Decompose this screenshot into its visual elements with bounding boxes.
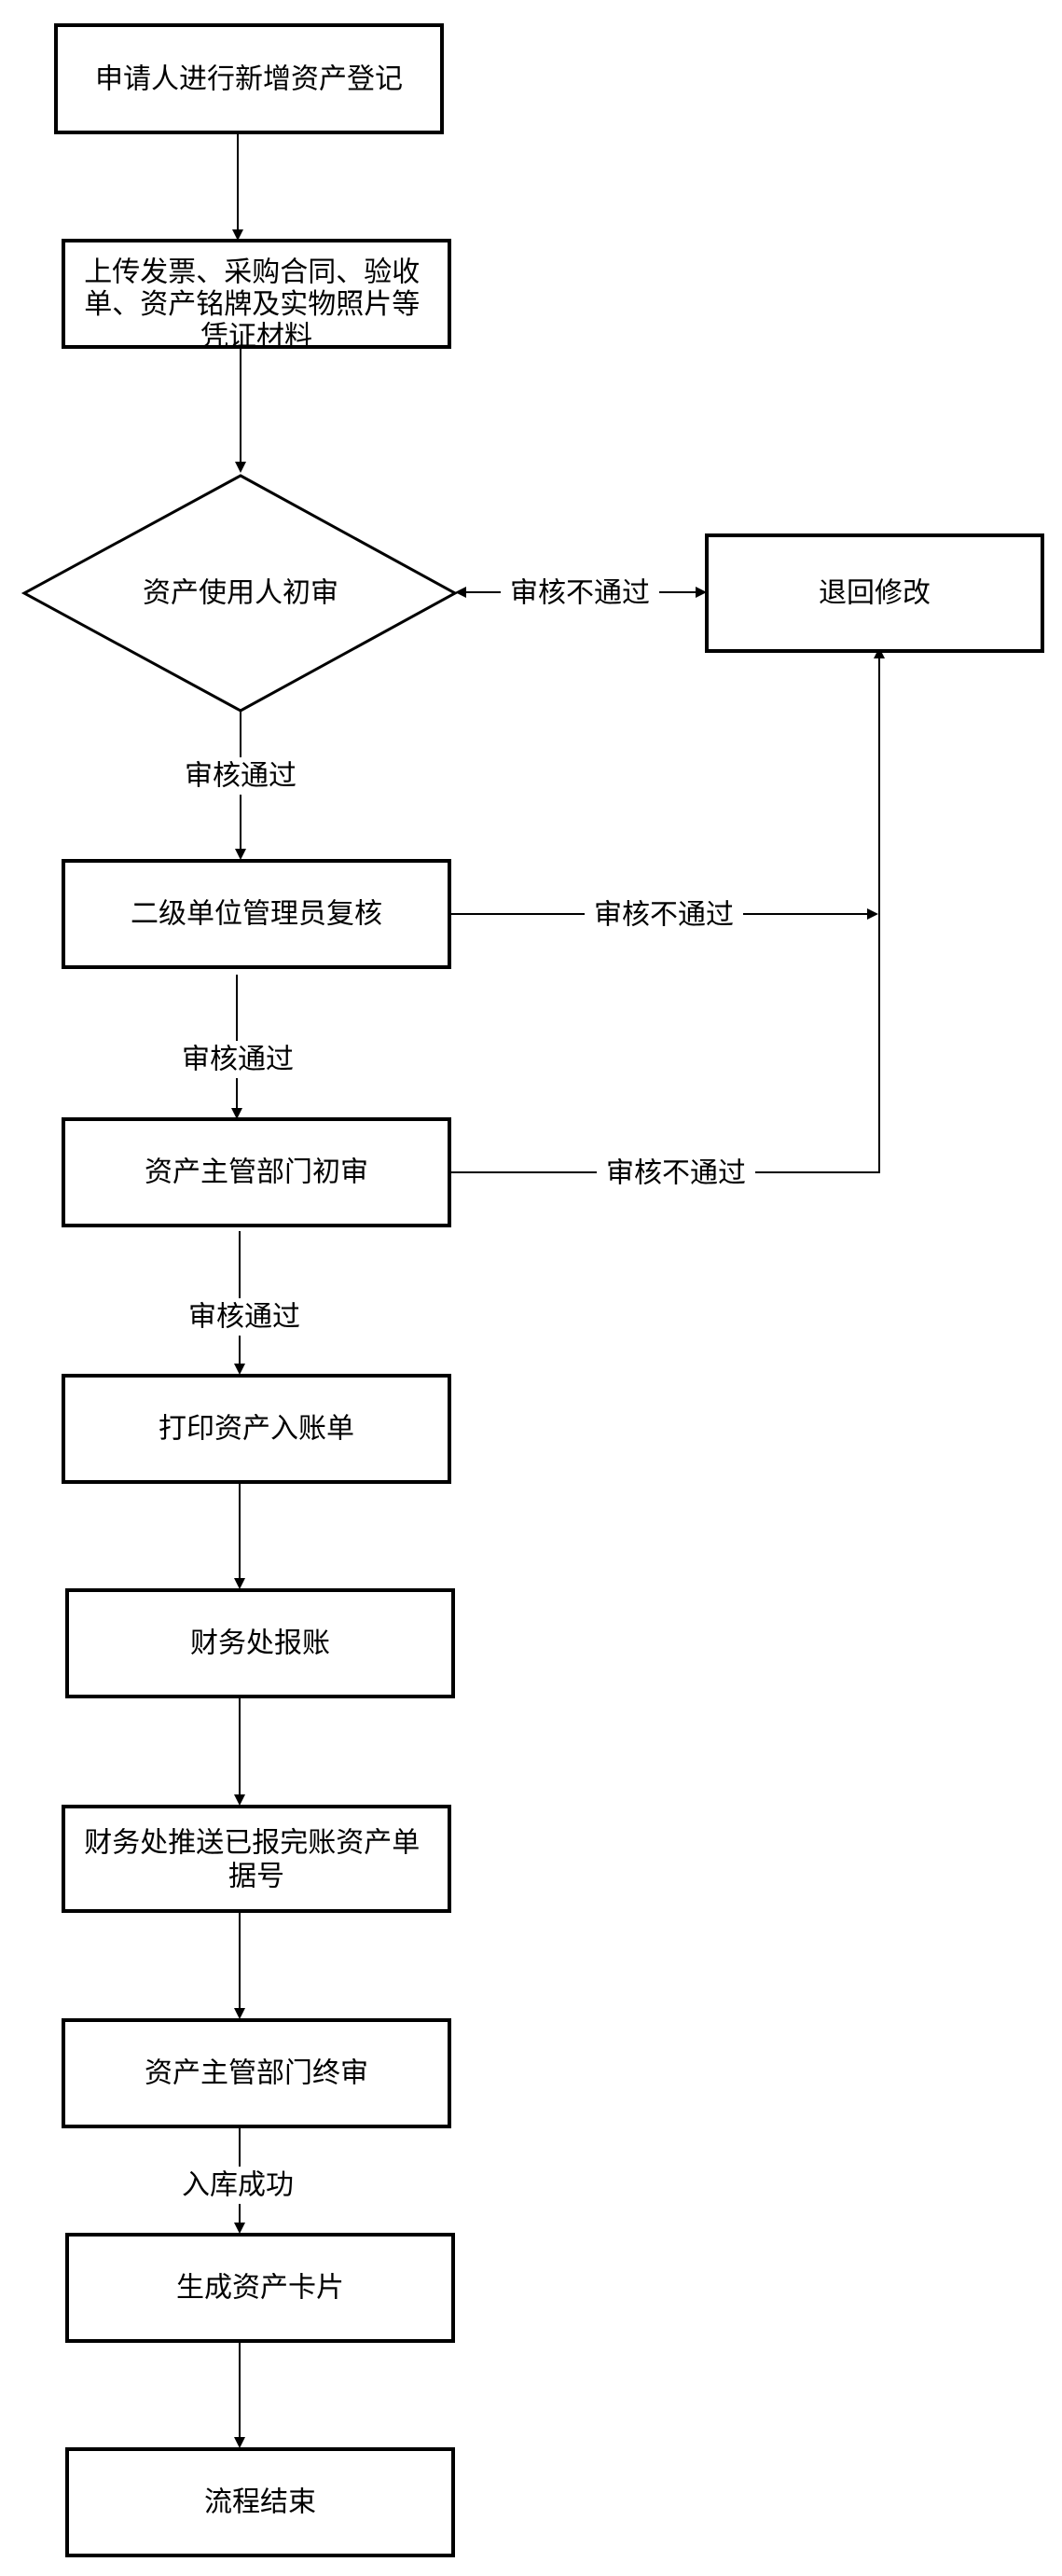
edge-label-dept-pass: 审核通过 — [188, 1301, 300, 1334]
edge-label-unit-pass: 审核通过 — [182, 1044, 294, 1076]
edge-label-unit-reject: 审核不通过 — [594, 899, 734, 932]
node-unit-review: 二级单位管理员复核 — [62, 859, 451, 969]
node-end-label: 流程结束 — [204, 2486, 316, 2519]
node-dept-final-review-label: 资产主管部门终审 — [145, 2057, 368, 2090]
edge-label-user-reject: 审核不通过 — [510, 577, 650, 610]
node-finance-push-line-1: 财务处推送已报完账资产单 — [84, 1827, 420, 1860]
node-upload-label: 上传发票、采购合同、验收 单、资产铭牌及实物照片等 凭证材料 — [84, 256, 429, 353]
node-dept-final-review: 资产主管部门终审 — [62, 2018, 451, 2128]
node-print-voucher: 打印资产入账单 — [62, 1374, 451, 1484]
node-upload: 上传发票、采购合同、验收 单、资产铭牌及实物照片等 凭证材料 — [62, 239, 451, 353]
node-finance-push: 财务处推送已报完账资产单 据号 — [62, 1805, 451, 1913]
edge-label-stock-success: 入库成功 — [182, 2169, 294, 2202]
node-unit-review-label: 二级单位管理员复核 — [131, 898, 382, 931]
edge-label-dept-reject: 审核不通过 — [606, 1157, 746, 1190]
node-upload-line-1: 上传发票、采购合同、验收 — [84, 256, 420, 289]
node-finance-push-line-2: 据号 — [228, 1861, 284, 1893]
node-upload-line-2: 单、资产铭牌及实物照片等 — [84, 288, 420, 321]
node-dept-first-review: 资产主管部门初审 — [62, 1117, 451, 1227]
nodes: 申请人进行新增资产登记 上传发票、采购合同、验收 单、资产铭牌及实物照片等 凭证… — [21, 23, 1044, 2557]
edge-labels: 审核不通过 审核通过 审核不通过 审核通过 审核不通过 审核通过 入库成功 — [163, 574, 755, 2204]
node-finance-reimburse-label: 财务处报账 — [190, 1627, 330, 1660]
node-return-modify-label: 退回修改 — [819, 577, 931, 610]
node-generate-card-label: 生成资产卡片 — [176, 2272, 344, 2305]
edge-label-user-pass: 审核通过 — [185, 760, 297, 793]
node-print-voucher-label: 打印资产入账单 — [159, 1413, 354, 1446]
node-generate-card: 生成资产卡片 — [65, 2233, 455, 2343]
edge-dept-first-return — [451, 647, 885, 1173]
node-user-review: 资产使用人初审 — [21, 474, 459, 713]
node-end: 流程结束 — [65, 2447, 455, 2557]
node-finance-push-label: 财务处推送已报完账资产单 据号 — [84, 1827, 429, 1893]
node-user-review-label: 资产使用人初审 — [143, 577, 338, 610]
node-finance-reimburse: 财务处报账 — [65, 1588, 455, 1698]
node-register-label: 申请人进行新增资产登记 — [95, 63, 403, 96]
node-register: 申请人进行新增资产登记 — [54, 23, 444, 134]
node-dept-first-review-label: 资产主管部门初审 — [145, 1156, 368, 1189]
node-upload-line-3: 凭证材料 — [200, 321, 312, 353]
node-return-modify: 退回修改 — [705, 533, 1044, 653]
